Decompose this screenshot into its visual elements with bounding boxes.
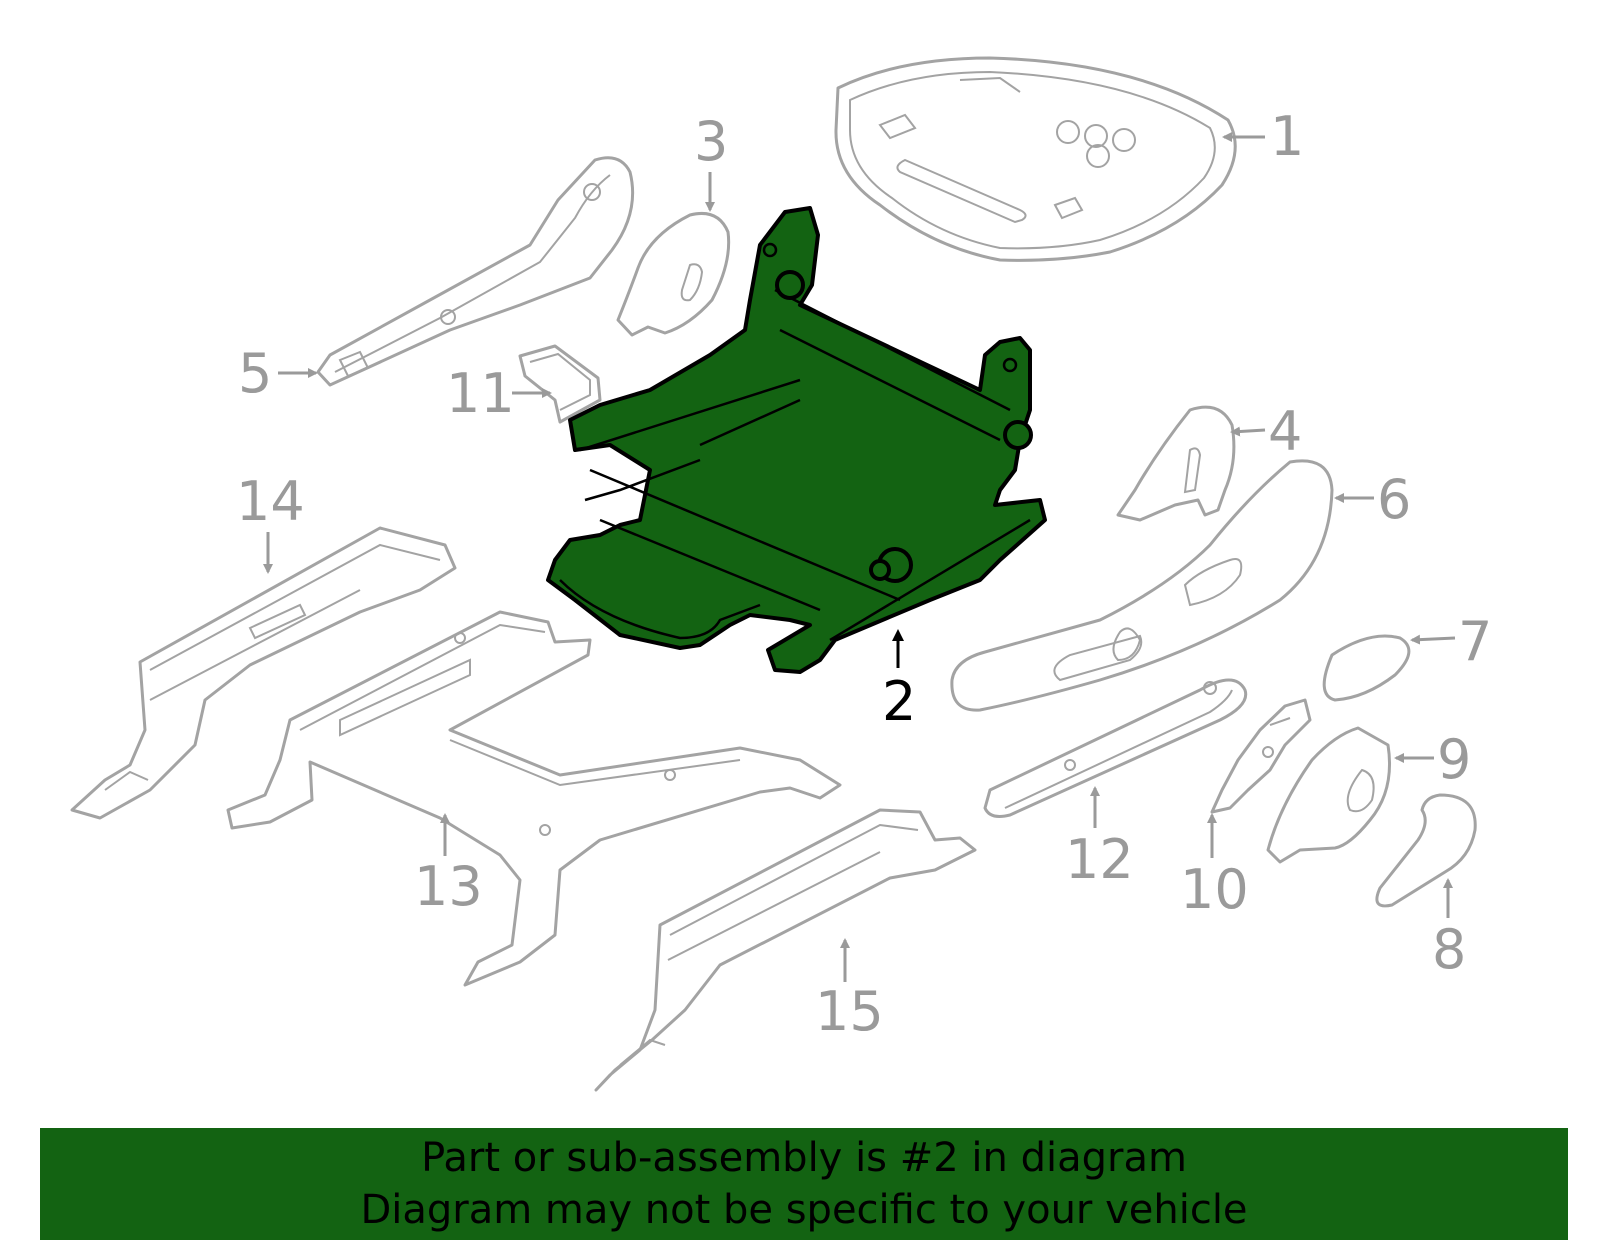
callout-9: 9 bbox=[1437, 728, 1471, 791]
callout-6: 6 bbox=[1377, 468, 1411, 531]
callout-13: 13 bbox=[414, 855, 483, 918]
callout-15: 15 bbox=[815, 980, 884, 1043]
callout-3: 3 bbox=[694, 110, 728, 173]
part-12-trim-strip bbox=[983, 678, 1248, 818]
info-banner: Part or sub-assembly is #2 in diagram Di… bbox=[40, 1128, 1568, 1240]
banner-line-1: Part or sub-assembly is #2 in diagram bbox=[421, 1135, 1187, 1181]
callout-4: 4 bbox=[1268, 400, 1302, 463]
part-9-handle-housing bbox=[1266, 726, 1392, 864]
part-13-frame bbox=[226, 610, 842, 987]
callout-labels: 1 2 3 4 5 6 7 8 9 10 11 12 13 14 15 bbox=[236, 105, 1492, 1043]
part-2-seat-frame-assembly bbox=[546, 206, 1047, 674]
callout-2: 2 bbox=[882, 670, 916, 733]
part-14-rail bbox=[70, 526, 457, 820]
part-6-side-shield bbox=[950, 459, 1334, 712]
part-3-cover bbox=[616, 211, 731, 337]
leader-4 bbox=[1230, 426, 1266, 437]
callout-11: 11 bbox=[446, 362, 515, 425]
callout-7: 7 bbox=[1458, 610, 1492, 673]
part-8-handle bbox=[1375, 793, 1477, 908]
part-4-shield bbox=[1116, 405, 1236, 522]
callout-10: 10 bbox=[1180, 858, 1249, 921]
callout-leaders bbox=[263, 132, 1456, 982]
callout-1: 1 bbox=[1270, 105, 1304, 168]
part-10-bracket bbox=[1210, 698, 1312, 814]
callout-5: 5 bbox=[238, 342, 272, 405]
callout-12: 12 bbox=[1065, 828, 1134, 891]
part-7-cap bbox=[1322, 634, 1411, 702]
part-5-side-shield bbox=[316, 156, 635, 387]
callout-14: 14 bbox=[236, 470, 305, 533]
leader-7 bbox=[1410, 634, 1456, 645]
callout-8: 8 bbox=[1432, 918, 1466, 981]
part-1-cushion-pan bbox=[834, 56, 1237, 262]
part-15-rail bbox=[594, 808, 977, 1092]
part-11-clip bbox=[518, 344, 602, 424]
banner-line-2: Diagram may not be specific to your vehi… bbox=[360, 1187, 1248, 1233]
